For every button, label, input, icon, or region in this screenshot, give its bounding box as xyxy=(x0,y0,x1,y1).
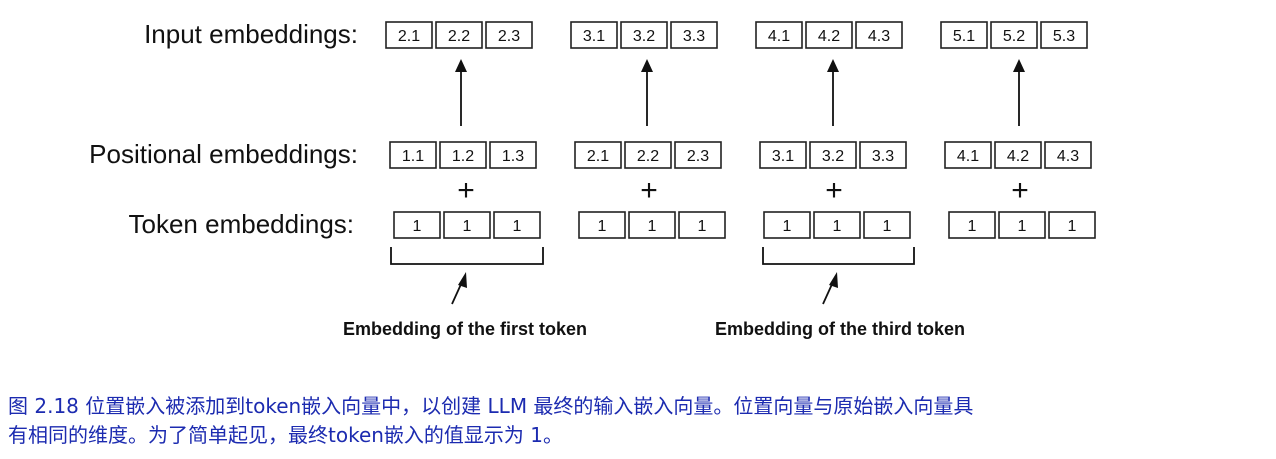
input-embedding-cell: 4.2 xyxy=(805,21,853,49)
caption-line-2: 有相同的维度。为了简单起见，最终token嵌入的值显示为 1。 xyxy=(8,423,564,447)
plus-signs: + + + + xyxy=(457,174,1029,207)
input-embedding-cell: 5.3 xyxy=(1040,21,1088,49)
caption-line-1: 图 2.18 位置嵌入被添加到token嵌入向量中，以创建 LLM 最终的输入嵌… xyxy=(8,394,974,418)
input-embedding-cell: 3.1 xyxy=(570,21,618,49)
third-token-brace xyxy=(762,247,915,265)
input-embedding-cell: 3.2 xyxy=(620,21,668,49)
input-embedding-cell: 4.1 xyxy=(755,21,803,49)
figure-caption: 图 2.18 位置嵌入被添加到token嵌入向量中，以创建 LLM 最终的输入嵌… xyxy=(8,392,1158,450)
positional-embedding-cell: 4.1 xyxy=(944,141,992,169)
token-embedding-value: 1 xyxy=(783,218,792,235)
token-embedding-value: 1 xyxy=(883,218,892,235)
input-embedding-value: 5.3 xyxy=(1053,28,1075,45)
positional-embedding-cell: 2.3 xyxy=(674,141,722,169)
positional-embedding-value: 1.1 xyxy=(402,148,424,165)
addition-arrows xyxy=(455,59,1025,126)
input-embedding-value: 3.1 xyxy=(583,28,605,45)
input-embedding-value: 4.1 xyxy=(768,28,790,45)
input-embedding-cell: 2.2 xyxy=(435,21,483,49)
first-token-brace xyxy=(390,247,544,265)
input-embedding-value: 3.3 xyxy=(683,28,705,45)
positional-embedding-value: 4.3 xyxy=(1057,148,1079,165)
positional-embedding-cell: 3.2 xyxy=(809,141,857,169)
positional-embedding-value: 3.2 xyxy=(822,148,844,165)
positional-embedding-cell: 3.1 xyxy=(759,141,807,169)
plus-sign: + xyxy=(457,174,475,207)
positional-embedding-cell: 2.1 xyxy=(574,141,622,169)
positional-embedding-value: 3.3 xyxy=(872,148,894,165)
input-embedding-value: 5.1 xyxy=(953,28,975,45)
up-arrow xyxy=(827,59,839,126)
token-embedding-value: 1 xyxy=(513,218,522,235)
token-embedding-value: 1 xyxy=(463,218,472,235)
up-arrow xyxy=(1013,59,1025,126)
input-embedding-value: 3.2 xyxy=(633,28,655,45)
positional-embedding-value: 3.1 xyxy=(772,148,794,165)
plus-sign: + xyxy=(1011,174,1029,207)
token-embedding-value: 1 xyxy=(698,218,707,235)
up-arrow xyxy=(455,59,467,126)
input-embedding-cell: 3.3 xyxy=(670,21,718,49)
token-embedding-cell: 1 xyxy=(393,211,441,239)
positional-embedding-cell: 1.3 xyxy=(489,141,537,169)
token-embeddings-label: Token embeddings: xyxy=(129,209,354,239)
token-embedding-value: 1 xyxy=(648,218,657,235)
token-embedding-cell: 1 xyxy=(763,211,811,239)
input-embedding-cell: 2.1 xyxy=(385,21,433,49)
input-embedding-cell: 5.1 xyxy=(940,21,988,49)
token-embedding-cell: 1 xyxy=(578,211,626,239)
up-arrow xyxy=(641,59,653,126)
embedding-addition-diagram: Input embeddings: Positional embeddings:… xyxy=(89,19,1096,339)
input-embedding-value: 4.3 xyxy=(868,28,890,45)
positional-embeddings-label: Positional embeddings: xyxy=(89,139,358,169)
positional-embedding-value: 2.2 xyxy=(637,148,659,165)
input-embedding-value: 4.2 xyxy=(818,28,840,45)
token-embedding-value: 1 xyxy=(413,218,422,235)
third-token-annotation: Embedding of the third token xyxy=(715,319,965,339)
positional-embedding-value: 4.1 xyxy=(957,148,979,165)
input-embedding-cell: 5.2 xyxy=(990,21,1038,49)
input-embedding-cell: 4.3 xyxy=(855,21,903,49)
positional-embedding-cell: 4.2 xyxy=(994,141,1042,169)
input-embedding-cell: 2.3 xyxy=(485,21,533,49)
positional-embedding-value: 1.2 xyxy=(452,148,474,165)
input-embedding-value: 2.3 xyxy=(498,28,520,45)
third-token-pointer xyxy=(822,272,838,305)
positional-embedding-value: 1.3 xyxy=(502,148,524,165)
positional-embedding-value: 2.1 xyxy=(587,148,609,165)
input-embedding-value: 5.2 xyxy=(1003,28,1025,45)
positional-embedding-value: 2.3 xyxy=(687,148,709,165)
token-embedding-cell: 1 xyxy=(813,211,861,239)
positional-embedding-value: 4.2 xyxy=(1007,148,1029,165)
token-embedding-cell: 1 xyxy=(948,211,996,239)
token-embedding-value: 1 xyxy=(1018,218,1027,235)
positional-embedding-cell: 1.2 xyxy=(439,141,487,169)
token-embedding-value: 1 xyxy=(598,218,607,235)
input-embedding-value: 2.1 xyxy=(398,28,420,45)
embedding-cells: 2.1 2.2 2.3 3.1 3.2 3.3 4.1 4.2 4.3 5.1 5.2 5.3 1.1 1… xyxy=(385,21,1096,239)
input-embedding-value: 2.2 xyxy=(448,28,470,45)
token-embedding-cell: 1 xyxy=(1048,211,1096,239)
token-embedding-cell: 1 xyxy=(628,211,676,239)
token-embedding-cell: 1 xyxy=(493,211,541,239)
token-embedding-cell: 1 xyxy=(998,211,1046,239)
input-embeddings-label: Input embeddings: xyxy=(144,19,358,49)
positional-embedding-cell: 4.3 xyxy=(1044,141,1092,169)
token-embedding-cell: 1 xyxy=(678,211,726,239)
token-embedding-value: 1 xyxy=(968,218,977,235)
token-embedding-cell: 1 xyxy=(443,211,491,239)
token-embedding-cell: 1 xyxy=(863,211,911,239)
positional-embedding-cell: 3.3 xyxy=(859,141,907,169)
positional-embedding-cell: 1.1 xyxy=(389,141,437,169)
token-embedding-value: 1 xyxy=(833,218,842,235)
token-embedding-value: 1 xyxy=(1068,218,1077,235)
first-token-annotation: Embedding of the first token xyxy=(343,319,587,339)
plus-sign: + xyxy=(825,174,843,207)
plus-sign: + xyxy=(640,174,658,207)
first-token-pointer xyxy=(451,272,467,305)
positional-embedding-cell: 2.2 xyxy=(624,141,672,169)
